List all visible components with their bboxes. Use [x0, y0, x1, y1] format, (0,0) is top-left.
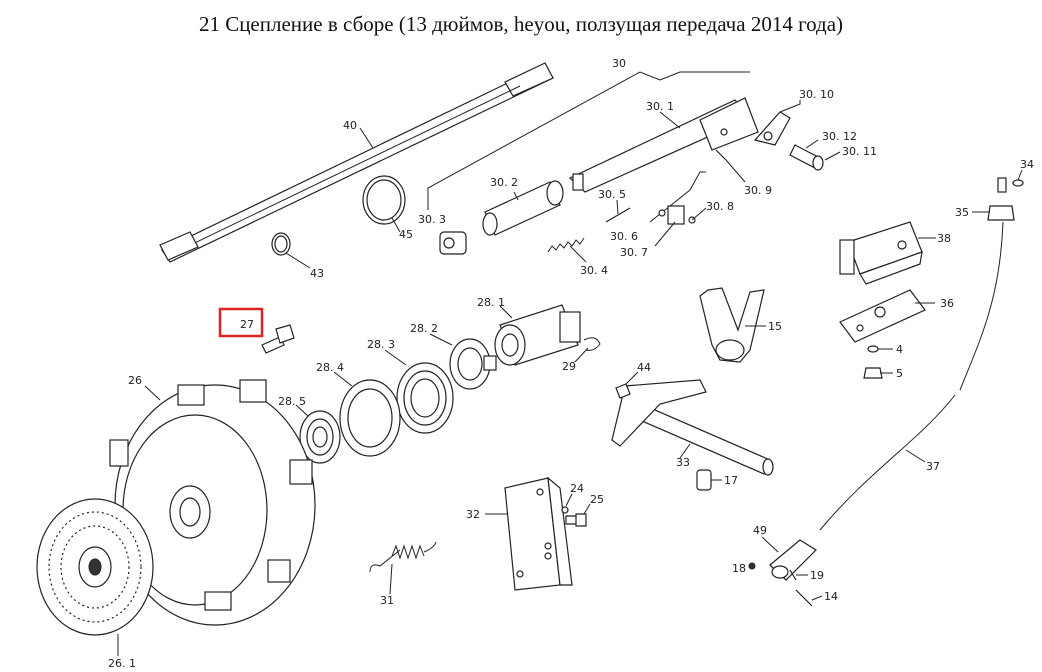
pressure-plate-26[interactable] — [109, 379, 316, 626]
bearing-28-3[interactable] — [396, 362, 454, 434]
rod-30-8[interactable] — [649, 171, 706, 225]
label-44: 44 — [637, 361, 651, 374]
label-28-3: 28. 3 — [367, 338, 395, 351]
cable-end-35[interactable] — [987, 177, 1015, 221]
label-17: 17 — [724, 474, 738, 487]
bearing-carrier-28-1[interactable] — [494, 304, 581, 366]
cable-37[interactable] — [819, 221, 1004, 531]
highlight-box-27[interactable] — [218, 307, 264, 338]
clip-29[interactable] — [583, 337, 601, 351]
bolt-30-12[interactable] — [789, 144, 824, 171]
label-4: 4 — [896, 343, 903, 356]
spring-30-4[interactable] — [547, 237, 585, 253]
label-26: 26 — [128, 374, 142, 387]
shaft-40[interactable] — [159, 62, 554, 263]
clutch-disc-26-1[interactable] — [36, 498, 154, 636]
label-30-3: 30. 3 — [418, 213, 446, 226]
label-24: 24 — [570, 482, 584, 495]
yoke-49[interactable] — [769, 539, 817, 581]
label-30-11: 30. 11 — [842, 145, 877, 158]
label-26-1: 26. 1 — [108, 657, 136, 670]
label-30-6: 30. 6 — [610, 230, 638, 243]
label-29: 29 — [562, 360, 576, 373]
label-30: 30 — [612, 57, 626, 70]
pedal-38[interactable] — [839, 221, 923, 285]
label-19: 19 — [810, 569, 824, 582]
nut-5[interactable] — [863, 367, 883, 379]
label-49: 49 — [753, 524, 767, 537]
bearing-28-5[interactable] — [299, 410, 341, 464]
label-35: 35 — [955, 206, 969, 219]
rod-30-5[interactable] — [605, 207, 631, 223]
pin-30-10[interactable] — [753, 111, 791, 146]
washer-4[interactable] — [867, 345, 879, 353]
label-30-5: 30. 5 — [598, 188, 626, 201]
snap-ring-45[interactable] — [362, 175, 406, 225]
label-30-12: 30. 12 — [822, 130, 857, 143]
pin-14[interactable] — [795, 589, 813, 607]
label-14: 14 — [824, 590, 838, 603]
bearing-28-2[interactable] — [449, 338, 497, 390]
label-34: 34 — [1020, 158, 1034, 171]
label-28-2: 28. 2 — [410, 322, 438, 335]
label-27: 27 — [240, 318, 254, 331]
label-30-4: 30. 4 — [580, 264, 608, 277]
release-shaft-33[interactable] — [611, 379, 774, 476]
fitting-17[interactable] — [696, 469, 712, 491]
label-40: 40 — [343, 119, 357, 132]
label-32: 32 — [466, 508, 480, 521]
diagram-title: 21 Сцепление в сборе (13 дюймов, heyou, … — [198, 12, 844, 36]
grease-nipple-44[interactable] — [615, 383, 631, 399]
release-fork-15[interactable] — [699, 287, 765, 363]
label-30-9: 30. 9 — [744, 184, 772, 197]
sleeve-30-2[interactable] — [482, 180, 564, 236]
label-15: 15 — [768, 320, 782, 333]
ring-28-4[interactable] — [339, 379, 401, 457]
bolt-25[interactable] — [565, 513, 587, 527]
lever-30-1[interactable] — [568, 97, 759, 193]
label-5: 5 — [896, 367, 903, 380]
label-33: 33 — [676, 456, 690, 469]
label-30-8: 30. 8 — [706, 200, 734, 213]
label-37: 37 — [926, 460, 940, 473]
label-25: 25 — [590, 493, 604, 506]
nut-34[interactable] — [1012, 179, 1024, 187]
pin-30-9[interactable] — [715, 149, 727, 161]
label-30-10: 30. 10 — [799, 88, 834, 101]
label-43: 43 — [310, 267, 324, 280]
label-30-1: 30. 1 — [646, 100, 674, 113]
plate-36[interactable] — [839, 289, 926, 343]
cotter-19[interactable] — [789, 569, 797, 581]
label-30-7: 30. 7 — [620, 246, 648, 259]
label-18: 18 — [732, 562, 746, 575]
o-ring-43[interactable] — [271, 232, 291, 256]
label-36: 36 — [940, 297, 954, 310]
spring-31[interactable] — [369, 541, 437, 573]
label-31: 31 — [380, 594, 394, 607]
bracket-32[interactable] — [504, 476, 573, 591]
fork-30-3[interactable] — [439, 231, 467, 255]
label-28-5: 28. 5 — [278, 395, 306, 408]
bolt-27[interactable] — [261, 324, 295, 354]
label-28-1: 28. 1 — [477, 296, 505, 309]
label-38: 38 — [937, 232, 951, 245]
washer-24[interactable] — [561, 506, 569, 514]
pin-18[interactable] — [748, 562, 756, 570]
washer-30-6[interactable] — [658, 209, 666, 217]
label-30-2: 30. 2 — [490, 176, 518, 189]
label-28-4: 28. 4 — [316, 361, 344, 374]
label-45: 45 — [399, 228, 413, 241]
